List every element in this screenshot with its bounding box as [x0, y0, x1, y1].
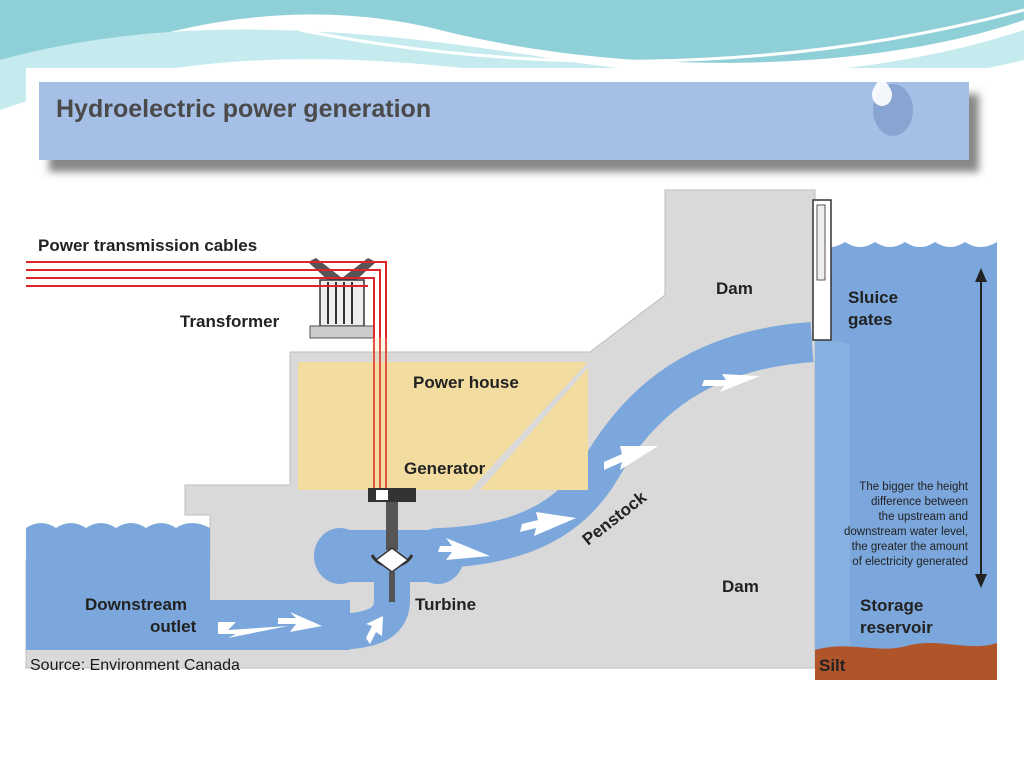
height-note-line: The bigger the height [859, 481, 968, 493]
cable-conduit [372, 338, 388, 488]
label-sluice-gates-line1: Sluice [848, 288, 898, 307]
power-transmission-cables [26, 261, 387, 490]
label-downstream-outlet-line2: outlet [150, 617, 197, 636]
label-power-transmission-cables: Power transmission cables [38, 236, 257, 255]
label-silt: Silt [819, 656, 846, 675]
height-note-line: downstream water level, [844, 526, 968, 538]
sluice-gate-rod [816, 204, 826, 281]
flow-arrows [218, 374, 760, 644]
source-credit: Source: Environment Canada [30, 657, 240, 674]
label-power-house: Power house [413, 373, 519, 392]
diagram-title: Hydroelectric power generation [56, 95, 431, 123]
label-generator: Generator [404, 459, 486, 478]
flow-arrow-icon [438, 538, 490, 560]
height-note-line: the upstream and [878, 511, 968, 523]
storage-reservoir [815, 242, 997, 668]
penstock [439, 322, 814, 568]
flow-arrow-icon [702, 374, 760, 392]
power-house-slope [470, 362, 588, 490]
flow-arrow-icon [366, 616, 383, 644]
label-downstream-outlet-line1: Downstream [85, 595, 187, 614]
height-note-line: difference between [871, 496, 968, 508]
title-bar [39, 82, 969, 160]
turbine-icon [370, 547, 414, 602]
label-turbine: Turbine [415, 595, 476, 614]
silt-layer [815, 642, 997, 680]
label-storage-reservoir-line1: Storage [860, 596, 923, 615]
top-swoosh-line [299, 8, 1024, 63]
label-dam-top: Dam [716, 279, 753, 298]
flow-arrow-icon [218, 622, 288, 638]
reservoir-water-bed [815, 340, 850, 668]
transformer-icon [308, 258, 376, 339]
flow-arrow-icon [278, 612, 322, 632]
generator-icon [368, 488, 416, 550]
label-sluice-gates-line2: gates [848, 310, 892, 329]
height-note-line: the greater the amount [852, 541, 969, 553]
height-difference-arrow [975, 268, 987, 588]
label-transformer: Transformer [180, 312, 280, 331]
power-house [298, 362, 588, 490]
flow-arrow-icon [604, 446, 658, 470]
label-storage-reservoir-line2: reservoir [860, 618, 933, 637]
flow-arrow-icon [520, 512, 576, 536]
water-drop-icon [872, 70, 913, 136]
top-swoosh-dark [0, 0, 1024, 100]
height-difference-note: The bigger the height difference between… [844, 481, 969, 568]
height-note-line: of electricity generated [852, 556, 968, 568]
label-dam-bottom: Dam [722, 577, 759, 596]
